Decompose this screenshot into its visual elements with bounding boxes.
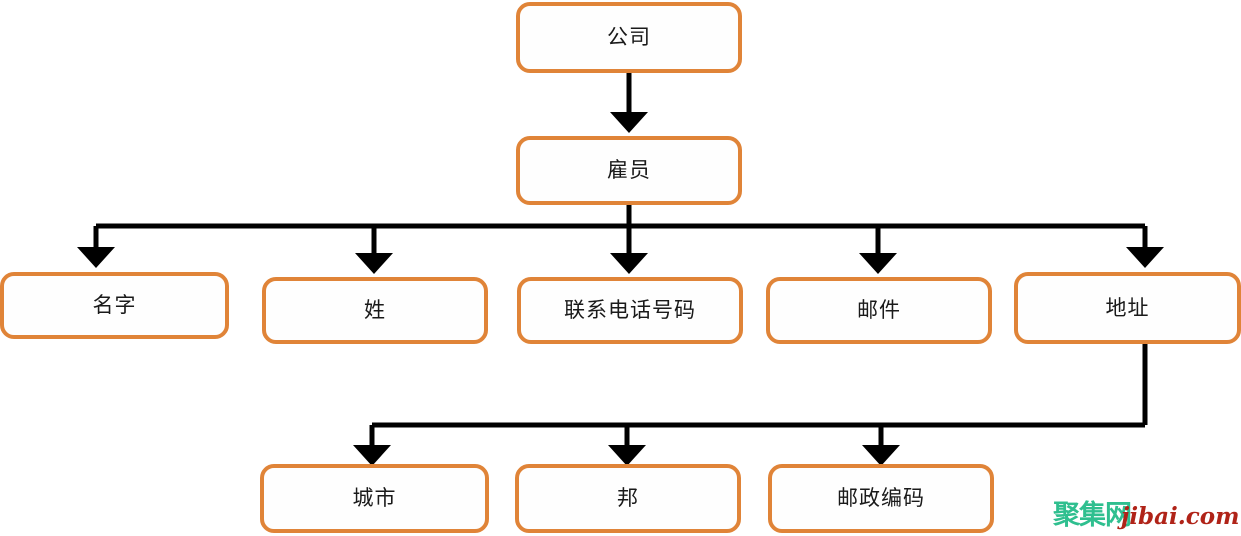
node-contact-phone[interactable]: 联系电话号码 xyxy=(517,277,743,344)
edge-employee-to-attributes xyxy=(77,205,1164,274)
node-postal-code[interactable]: 邮政编码 xyxy=(768,464,994,533)
node-last-name-label: 姓 xyxy=(364,298,386,322)
node-last-name[interactable]: 姓 xyxy=(262,277,488,344)
node-mail-label: 邮件 xyxy=(857,298,901,322)
node-employee-label: 雇员 xyxy=(607,158,651,182)
node-mail[interactable]: 邮件 xyxy=(766,277,992,344)
node-city[interactable]: 城市 xyxy=(260,464,489,533)
watermark-brand-label: 聚集网 xyxy=(1053,500,1132,531)
node-contact-phone-label: 联系电话号码 xyxy=(564,298,696,322)
node-postal-code-label: 邮政编码 xyxy=(837,486,925,510)
node-company-label: 公司 xyxy=(607,25,651,49)
node-address-label: 地址 xyxy=(1105,295,1150,320)
watermark-domain-label: jibai.com xyxy=(1121,503,1240,530)
node-employee[interactable]: 雇员 xyxy=(516,136,742,205)
edge-address-to-subattributes xyxy=(353,344,1148,466)
node-first-name[interactable]: 名字 xyxy=(0,272,229,339)
watermark: 聚集网 jibai.com xyxy=(1053,493,1239,532)
node-state-label: 邦 xyxy=(617,486,639,510)
node-first-name-label: 名字 xyxy=(92,293,137,317)
node-state[interactable]: 邦 xyxy=(515,464,741,533)
node-city-label: 城市 xyxy=(352,486,397,510)
node-address[interactable]: 地址 xyxy=(1014,272,1241,344)
node-company[interactable]: 公司 xyxy=(516,2,742,73)
